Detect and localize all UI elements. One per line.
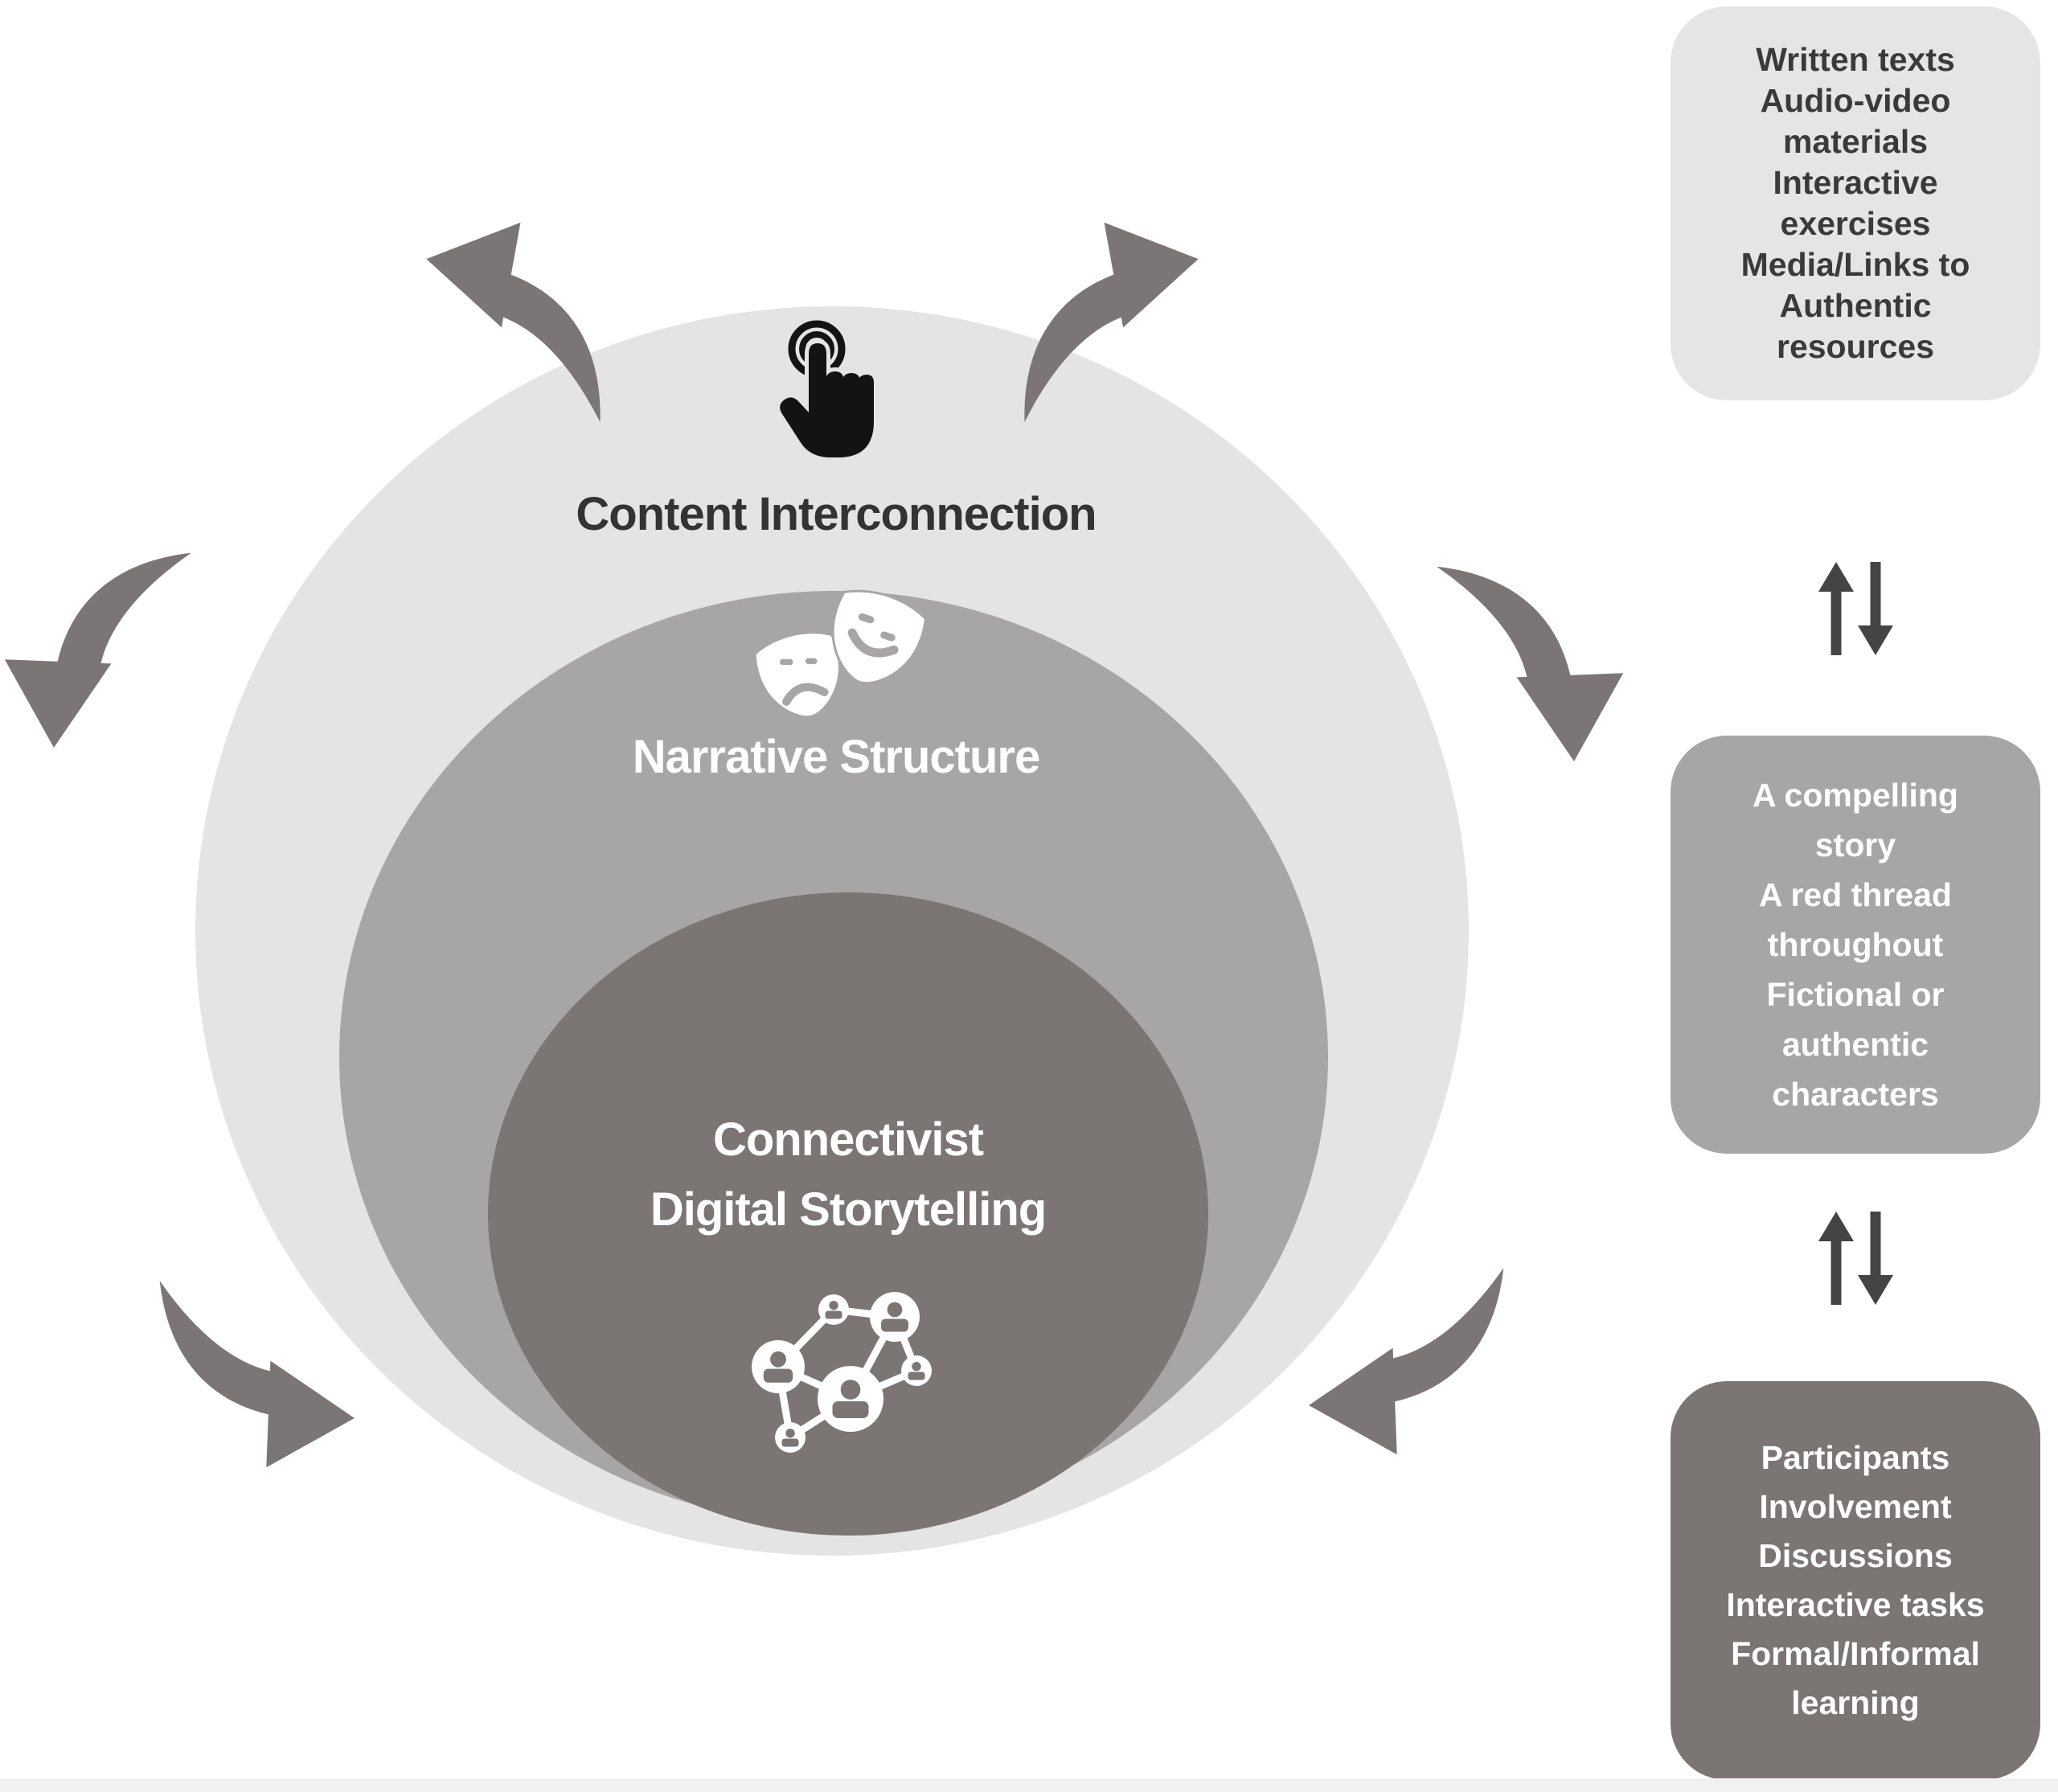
box-line: materials: [1782, 123, 1929, 160]
up-down-arrows-icon: [1818, 1212, 1893, 1305]
box-line: Authentic: [1779, 287, 1932, 324]
box-line: Media/Links to: [1740, 246, 1970, 283]
narrative-elements-box: A compelling story A red thread througho…: [1671, 736, 2040, 1154]
box-line: resources: [1776, 328, 1934, 365]
box-line: throughout: [1767, 926, 1944, 963]
connected-people-network-icon: [752, 1292, 932, 1453]
inner-circle-label: Connectivist Digital Storytelling: [285, 1105, 1411, 1245]
box-line: Interactive: [1773, 164, 1938, 201]
box-line: Written texts: [1756, 41, 1955, 78]
box-line: learning: [1791, 1684, 1920, 1721]
curved-arrow-icon: [4, 552, 191, 748]
box-line: story: [1814, 826, 1896, 863]
comedy-mask: [831, 589, 927, 685]
box-line: Audio-video: [1760, 82, 1951, 119]
box-line: Discussions: [1758, 1537, 1953, 1574]
inner-circle-label-line: Connectivist: [712, 1113, 984, 1166]
box-line: authentic: [1781, 1026, 1929, 1063]
tap-gesture-icon: [776, 320, 878, 461]
bottom-edge-strip: [0, 1778, 2058, 1792]
middle-circle-label: Narrative Structure: [632, 731, 1040, 783]
box-line: Participants: [1761, 1439, 1950, 1476]
outer-circle-label: Content Interconnection: [576, 488, 1097, 540]
tragedy-mask: [756, 634, 838, 716]
up-down-arrows-icon: [1818, 562, 1893, 655]
participation-box: Participants Involvement Discussions Int…: [1671, 1381, 2040, 1780]
box-line: characters: [1772, 1076, 1939, 1113]
box-line: Formal/Informal: [1731, 1635, 1980, 1672]
inner-circle-label-line: Digital Storytelling: [650, 1183, 1047, 1236]
box-line: A red thread: [1759, 876, 1952, 913]
curved-arrow-icon: [1437, 566, 1624, 761]
box-line: exercises: [1780, 205, 1931, 242]
inner-circle: [488, 892, 1208, 1536]
box-line: Involvement: [1759, 1488, 1952, 1525]
box-line: A compelling: [1753, 777, 1958, 814]
content-resources-box: Written texts Audio-video materials Inte…: [1671, 6, 2040, 400]
box-line: Interactive tasks: [1726, 1586, 1985, 1623]
box-line: Fictional or: [1766, 976, 1945, 1013]
theater-masks-icon: [756, 589, 927, 716]
